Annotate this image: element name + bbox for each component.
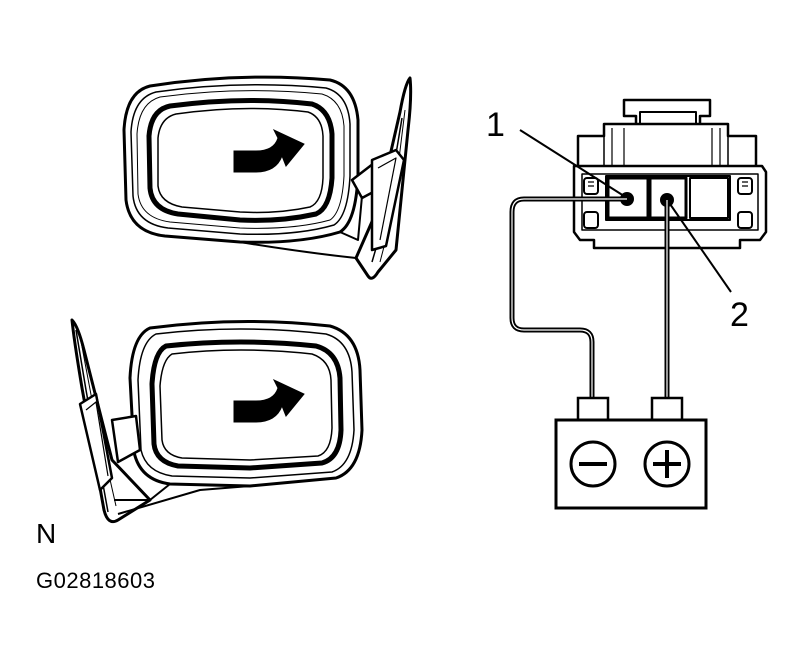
- callout-1-leader: [519, 129, 625, 197]
- top-mirror-bracket: [354, 76, 413, 280]
- top-mirror: [122, 75, 413, 280]
- positive-post: [650, 396, 684, 422]
- mirror-connector: [572, 98, 768, 250]
- negative-post: [576, 396, 610, 422]
- callout-2-leader: [669, 203, 732, 293]
- callout-1-label: 1: [486, 106, 505, 144]
- negative-wire-inner: [511, 198, 627, 400]
- callout-2-label: 2: [730, 296, 749, 334]
- top-mirror-glass-frame: [146, 97, 335, 223]
- bottom-mirror-glass-frame: [149, 339, 344, 471]
- bottom-mirror: [70, 318, 364, 524]
- view-label: N: [36, 518, 57, 549]
- figure-code: G02818603: [36, 568, 156, 593]
- battery-icon: [554, 396, 708, 510]
